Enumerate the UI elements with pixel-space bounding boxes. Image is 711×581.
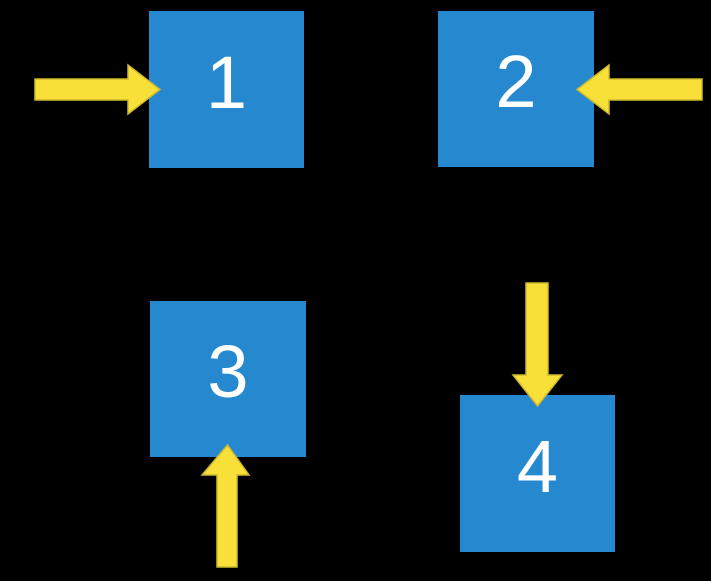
box-2-label: 2: [495, 40, 537, 123]
box-1-label: 1: [205, 40, 248, 124]
box-4: 4: [460, 395, 615, 552]
up-arrow-icon: [200, 443, 251, 568]
box-3: 3: [150, 301, 306, 457]
down-arrow-icon: [511, 282, 564, 408]
box-3-label: 3: [207, 330, 249, 413]
right-arrow-icon: [34, 63, 162, 116]
left-arrow-icon: [575, 63, 703, 116]
box-2: 2: [438, 11, 594, 167]
box-1: 1: [149, 11, 304, 168]
box-4-label: 4: [516, 424, 559, 508]
